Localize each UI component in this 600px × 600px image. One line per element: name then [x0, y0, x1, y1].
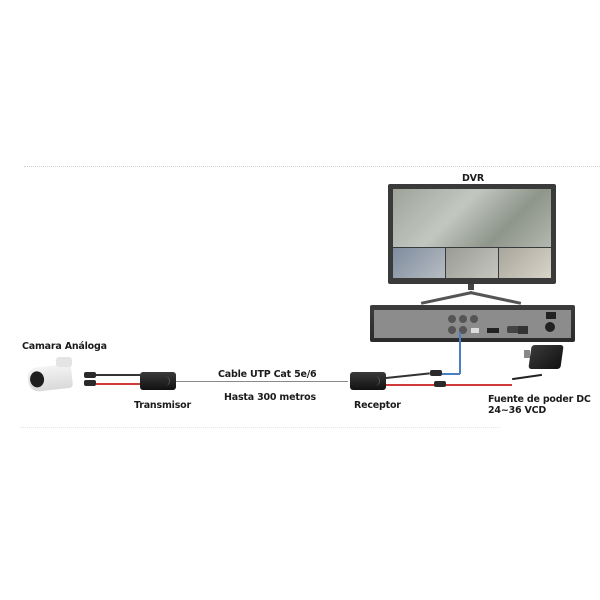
camera-mount — [56, 357, 72, 367]
vga-port — [507, 326, 525, 333]
receiver-balun — [350, 372, 386, 390]
bnc-connector — [430, 370, 442, 376]
top-divider — [24, 166, 600, 167]
cable-label: Cable UTP Cat 5e/6 — [218, 369, 317, 380]
monitor-stand-left — [420, 291, 473, 305]
power-port — [545, 322, 555, 332]
bnc-port — [459, 315, 467, 323]
power-cable — [446, 384, 512, 386]
lan-port — [518, 326, 528, 334]
receiver-label: Receptor — [354, 400, 401, 411]
monitor-screen-cam1 — [393, 248, 445, 278]
bnc-port — [448, 326, 456, 334]
monitor-screen-cam3 — [499, 248, 551, 278]
monitor-stand-right — [469, 291, 522, 305]
bottom-divider — [20, 427, 500, 428]
bnc-port — [470, 315, 478, 323]
transmitter-label: Transmisor — [134, 400, 191, 411]
power-voltage-label: 24~36 VCD — [488, 405, 547, 416]
transmitter-balun — [140, 372, 176, 390]
video-cable-to-dvr-vertical — [459, 332, 461, 374]
bnc-port — [459, 326, 467, 334]
bnc-connector — [84, 372, 96, 378]
camera-icon — [26, 363, 74, 393]
power-switch — [546, 312, 556, 319]
adapter-cord — [512, 373, 542, 380]
power-cable — [386, 384, 446, 386]
hdmi-port — [487, 328, 499, 333]
camera-label: Camara Análoga — [22, 341, 107, 352]
power-connector — [84, 380, 96, 386]
bnc-port — [448, 315, 456, 323]
usb-port — [471, 328, 479, 333]
video-cable-to-dvr — [442, 373, 460, 375]
power-adapter-plug — [524, 350, 530, 358]
power-cable — [96, 383, 140, 385]
dvr-back-panel — [374, 310, 571, 338]
monitor-screen-cam2 — [446, 248, 498, 278]
monitor — [388, 184, 556, 284]
power-adapter-icon — [528, 345, 564, 369]
camera-lens — [29, 370, 45, 389]
dvr-recorder — [370, 305, 575, 342]
utp-cable — [176, 381, 348, 382]
monitor-screen-main — [393, 189, 551, 247]
video-cable — [385, 372, 430, 379]
cable-distance-label: Hasta 300 metros — [224, 392, 316, 403]
monitor-stand-neck — [468, 284, 474, 290]
power-label: Fuente de poder DC — [488, 394, 591, 405]
video-cable — [96, 374, 140, 376]
power-connector — [434, 381, 446, 387]
dvr-label: DVR — [462, 173, 484, 184]
